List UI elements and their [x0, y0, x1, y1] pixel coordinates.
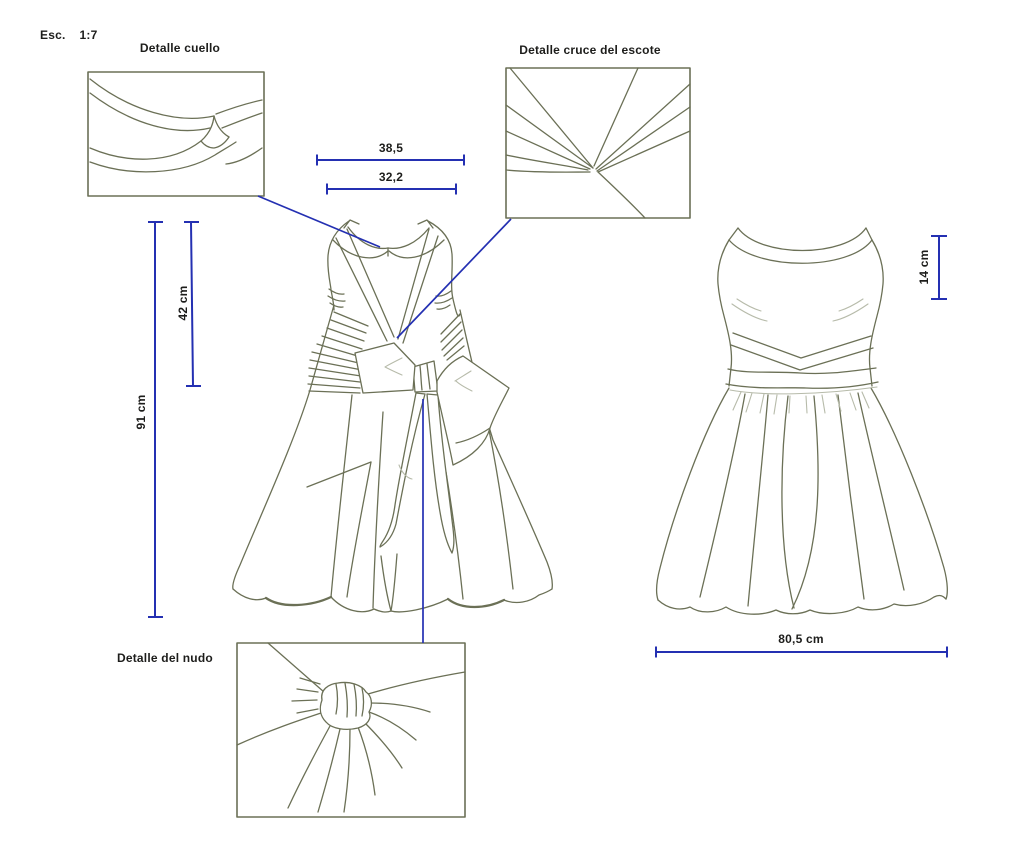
- collar-detail-label: Detalle cuello: [139, 41, 221, 55]
- measurement-front-bodice-length: 42 cm: [176, 285, 190, 321]
- dress-front-drawing: [232, 219, 553, 613]
- scale-annotation: Esc. 1:7: [40, 29, 97, 41]
- scale-value: 1:7: [79, 28, 98, 42]
- neckline-cross-detail-box: [505, 67, 691, 219]
- knot-detail-box: [236, 642, 466, 818]
- dress-back-drawing: [656, 227, 948, 615]
- dimension-line-front-bodice-length: [184, 221, 201, 387]
- artwork-light-layer: [384, 298, 878, 480]
- artwork-layer: [87, 67, 948, 818]
- measurement-back-hem-width: 80,5 cm: [778, 632, 824, 646]
- leader-line-collar-detail: [257, 195, 381, 248]
- measurement-back-neck-depth: 14 cm: [917, 249, 931, 285]
- measurement-front-chest-width: 38,5: [378, 141, 404, 155]
- dimension-line-back-neck-depth: [931, 235, 947, 300]
- dimension-line-front-chest-width: [316, 154, 465, 166]
- knot-detail-label: Detalle del nudo: [117, 651, 213, 665]
- neckline-cross-detail-label: Detalle cruce del escote: [519, 43, 661, 57]
- scale-label: Esc.: [40, 28, 66, 42]
- dimension-line-back-hem-width: [655, 646, 948, 658]
- measurement-front-waist-width: 32,2: [378, 170, 404, 184]
- measurement-front-total-length: 91 cm: [134, 394, 148, 430]
- collar-detail-box: [87, 71, 265, 197]
- leader-line-neckline-detail: [396, 218, 512, 339]
- dimension-line-front-waist-width: [326, 183, 457, 195]
- dimension-layer: [148, 154, 948, 658]
- dimension-line-front-total-length: [148, 221, 163, 618]
